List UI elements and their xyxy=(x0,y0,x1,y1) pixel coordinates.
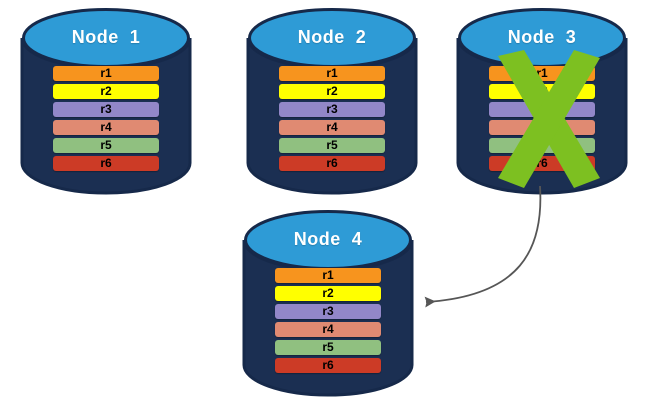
record-row[interactable]: r6 xyxy=(279,156,385,171)
record-row[interactable]: r6 xyxy=(53,156,159,171)
record-row[interactable]: r1 xyxy=(53,66,159,81)
record-row[interactable]: r3 xyxy=(275,304,381,319)
record-row[interactable]: r1 xyxy=(279,66,385,81)
record-row[interactable]: r5 xyxy=(53,138,159,153)
record-row[interactable]: r5 xyxy=(279,138,385,153)
record-row[interactable]: r3 xyxy=(279,102,385,117)
record-row[interactable]: r1 xyxy=(275,268,381,283)
record-list: r1 r2 r3 r4 r5 r6 xyxy=(22,66,190,171)
record-list: r1 r2 r3 r4 r5 r6 xyxy=(244,268,412,373)
record-row[interactable]: r2 xyxy=(279,84,385,99)
record-row[interactable]: r6 xyxy=(275,358,381,373)
record-row[interactable]: r2 xyxy=(53,84,159,99)
record-row[interactable]: r4 xyxy=(279,120,385,135)
record-list: r1 r2 r3 r4 r5 r6 xyxy=(248,66,416,171)
record-row[interactable]: r2 xyxy=(275,286,381,301)
record-row[interactable]: r4 xyxy=(275,322,381,337)
record-row[interactable]: r3 xyxy=(53,102,159,117)
replication-arrow xyxy=(424,185,542,308)
record-row[interactable]: r5 xyxy=(275,340,381,355)
record-row[interactable]: r4 xyxy=(53,120,159,135)
